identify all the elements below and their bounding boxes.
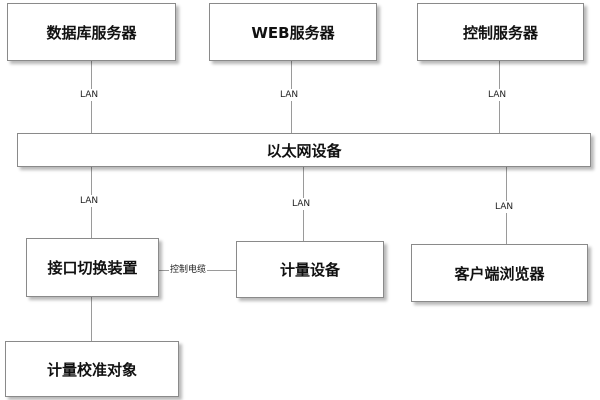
calibration-object-node: 计量校准对象 <box>5 341 179 397</box>
lan-label-client: LAN <box>494 201 515 213</box>
edge-interface-to-calibration <box>91 297 92 341</box>
interface-switch-node: 接口切换装置 <box>26 238 159 297</box>
client-browser-node: 客户端浏览器 <box>411 244 588 302</box>
lan-label-metering: LAN <box>291 198 312 210</box>
metering-device-node: 计量设备 <box>236 241 384 298</box>
lan-label-database: LAN <box>79 89 100 101</box>
database-server-node: 数据库服务器 <box>7 3 176 61</box>
lan-label-interface: LAN <box>79 195 100 207</box>
control-cable-label: 控制电缆 <box>169 264 208 276</box>
ethernet-device-node: 以太网设备 <box>17 133 591 167</box>
web-server-node: WEB服务器 <box>209 3 377 61</box>
lan-label-control: LAN <box>487 89 508 101</box>
control-server-node: 控制服务器 <box>417 3 584 61</box>
lan-label-web: LAN <box>279 89 300 101</box>
